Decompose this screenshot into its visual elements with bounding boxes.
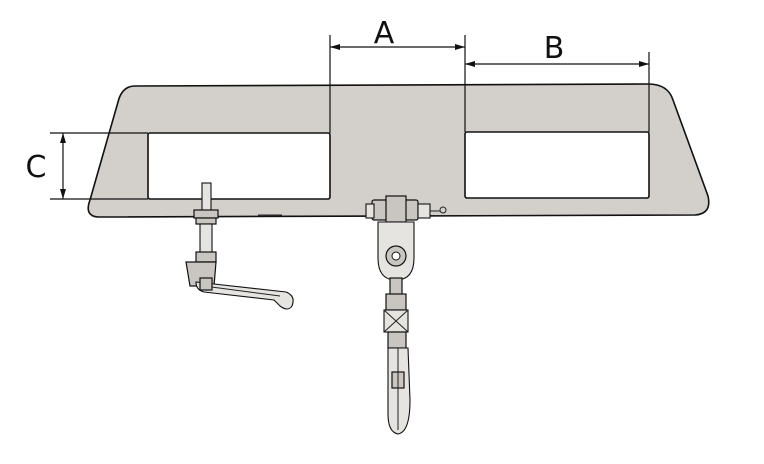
dimension-b: B (465, 31, 650, 132)
dimension-b-label: B (544, 31, 565, 66)
dimension-a: A (329, 16, 466, 133)
left-slot (147, 132, 331, 200)
dimension-c: C (26, 132, 148, 200)
right-slot (464, 131, 650, 199)
dimension-a-label: A (374, 16, 395, 51)
shackle-hook (365, 195, 447, 435)
dimension-c-label: C (26, 150, 47, 185)
locking-handle (185, 182, 294, 310)
